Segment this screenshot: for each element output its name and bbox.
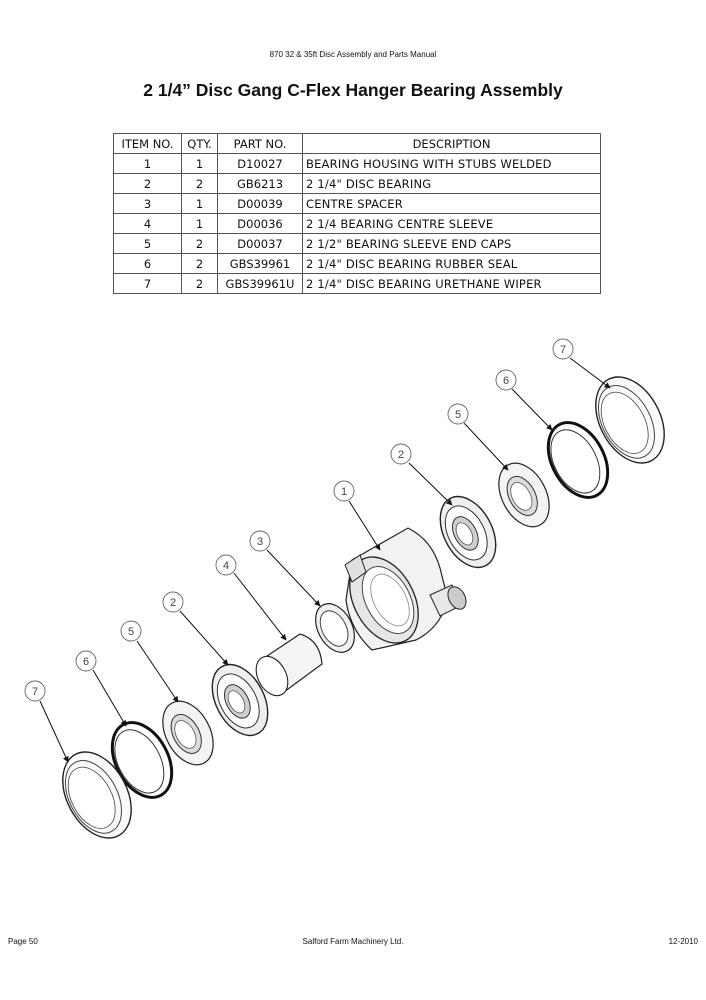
description-cell: BEARING HOUSING WITH STUBS WELDED [302, 153, 601, 174]
callout-balloon: 7 [552, 338, 574, 360]
callout-balloon: 5 [447, 403, 469, 425]
table-row: 7 2 GBS39961U 2 1/4" DISC BEARING URETHA… [113, 273, 601, 294]
description-cell: CENTRE SPACER [302, 193, 601, 214]
item-no-cell: 7 [113, 273, 182, 294]
qty-cell: 2 [181, 253, 218, 274]
exploded-assembly-diagram: 7 6 5 2 1 3 4 2 5 6 7 [24, 338, 665, 839]
item-no-cell: 5 [113, 233, 182, 254]
callout-balloon: 2 [390, 443, 412, 465]
qty-cell: 2 [181, 273, 218, 294]
qty-cell: 1 [181, 213, 218, 234]
end-cap-left [162, 700, 214, 766]
parts-table-header: ITEM NO. QTY. PART NO. DESCRIPTION [113, 133, 601, 154]
callout-balloon: 7 [24, 680, 46, 702]
callout-balloon: 3 [249, 530, 271, 552]
urethane-wiper-left [62, 751, 132, 839]
part-no-cell: D00036 [217, 213, 303, 234]
table-row: 2 2 GB6213 2 1/4" DISC BEARING [113, 173, 601, 194]
description-cell: 2 1/4" DISC BEARING URETHANE WIPER [302, 273, 601, 294]
callout-label: 5 [455, 409, 461, 421]
item-no-cell: 6 [113, 253, 182, 274]
callout-label: 2 [398, 449, 404, 461]
description-cell: 2 1/4" DISC BEARING [302, 173, 601, 194]
col-header-qty: QTY. [181, 133, 218, 154]
callout-balloon: 6 [495, 369, 517, 391]
callout-label: 6 [83, 656, 89, 668]
table-row: 4 1 D00036 2 1/4 BEARING CENTRE SLEEVE [113, 213, 601, 234]
part-no-cell: GBS39961U [217, 273, 303, 294]
page-title: 2 1/4” Disc Gang C-Flex Hanger Bearing A… [143, 80, 563, 100]
item-no-cell: 3 [113, 193, 182, 214]
urethane-wiper-right [595, 376, 665, 464]
qty-cell: 2 [181, 173, 218, 194]
callout-label: 2 [170, 597, 176, 609]
callout-balloon: 4 [215, 554, 237, 576]
callout-balloon: 2 [162, 591, 184, 613]
table-row: 3 1 D00039 CENTRE SPACER [113, 193, 601, 214]
item-no-cell: 1 [113, 153, 182, 174]
description-cell: 2 1/4" DISC BEARING RUBBER SEAL [302, 253, 601, 274]
rubber-seal-right [546, 421, 610, 499]
callout-label: 6 [503, 375, 509, 387]
disc-bearing-left [211, 663, 269, 737]
centre-sleeve [255, 633, 323, 697]
callout-label: 4 [223, 560, 229, 572]
part-no-cell: D10027 [217, 153, 303, 174]
disc-bearing-right [439, 495, 497, 569]
description-cell: 2 1/2" BEARING SLEEVE END CAPS [302, 233, 601, 254]
description-cell: 2 1/4 BEARING CENTRE SLEEVE [302, 213, 601, 234]
end-cap-right [498, 462, 550, 528]
table-row: 5 2 D00037 2 1/2" BEARING SLEEVE END CAP… [113, 233, 601, 254]
bearing-housing [344, 527, 467, 651]
callout-label: 7 [560, 344, 566, 356]
callout-label: 7 [32, 686, 38, 698]
table-row: 1 1 D10027 BEARING HOUSING WITH STUBS WE… [113, 153, 601, 174]
callout-balloon: 1 [333, 480, 355, 502]
callout-label: 5 [128, 626, 134, 638]
callout-label: 1 [341, 486, 347, 498]
part-no-cell: GB6213 [217, 173, 303, 194]
part-no-cell: GBS39961 [217, 253, 303, 274]
manual-header: 870 32 & 35ft Disc Assembly and Parts Ma… [269, 50, 437, 59]
qty-cell: 2 [181, 233, 218, 254]
callout-balloon: 5 [120, 620, 142, 642]
part-no-cell: D00037 [217, 233, 303, 254]
page-number: Page 50 [8, 937, 38, 946]
item-no-cell: 4 [113, 213, 182, 234]
parts-table: ITEM NO. QTY. PART NO. DESCRIPTION 1 1 D… [113, 133, 601, 294]
col-header-part-no: PART NO. [217, 133, 303, 154]
table-row: 6 2 GBS39961 2 1/4" DISC BEARING RUBBER … [113, 253, 601, 274]
callout-label: 3 [257, 536, 263, 548]
part-no-cell: D00039 [217, 193, 303, 214]
leader-lines [39, 357, 611, 763]
company-name: Salford Farm Machinery Ltd. [302, 937, 404, 946]
col-header-item-no: ITEM NO. [113, 133, 182, 154]
revision-date: 12-2010 [668, 937, 698, 946]
qty-cell: 1 [181, 153, 218, 174]
item-no-cell: 2 [113, 173, 182, 194]
qty-cell: 1 [181, 193, 218, 214]
col-header-description: DESCRIPTION [302, 133, 601, 154]
centre-spacer [315, 603, 355, 653]
callout-balloon: 6 [75, 650, 97, 672]
